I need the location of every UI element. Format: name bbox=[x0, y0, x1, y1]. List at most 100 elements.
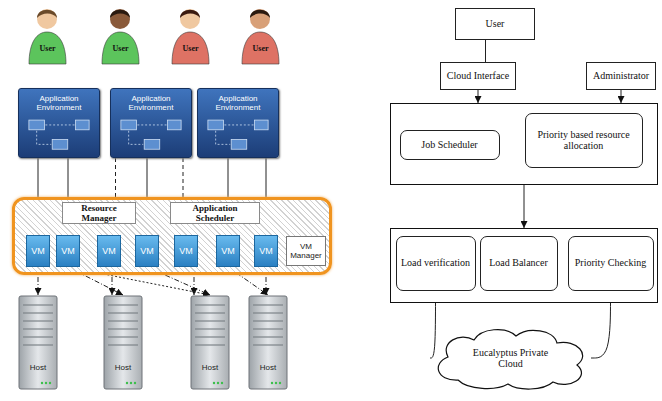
drive-slot bbox=[23, 336, 53, 337]
node-text: Load Balancer bbox=[489, 257, 548, 269]
drive-slot bbox=[108, 304, 138, 305]
status-light bbox=[126, 382, 128, 384]
process-box: Priority based resource allocation bbox=[525, 113, 643, 168]
component-box bbox=[168, 120, 182, 130]
node-text: User bbox=[253, 44, 269, 53]
server-case bbox=[19, 296, 57, 389]
vm-box: VM bbox=[56, 235, 80, 267]
component-link bbox=[37, 125, 75, 144]
server-case bbox=[104, 296, 142, 389]
vm-box: VM bbox=[174, 235, 198, 267]
drive-slot bbox=[23, 304, 53, 305]
node-text: Application Scheduler bbox=[174, 203, 256, 224]
vm-box: VM bbox=[97, 235, 121, 267]
connector-arrow bbox=[621, 90, 622, 103]
process-box: Load verification bbox=[396, 236, 476, 291]
drive-slot bbox=[195, 304, 225, 305]
node-text: Host bbox=[30, 363, 46, 372]
drive-slot bbox=[253, 344, 283, 345]
process-box: Administrator bbox=[586, 62, 656, 90]
application-environment: Application Environment bbox=[110, 88, 192, 158]
node-text: Resource Manager bbox=[66, 203, 132, 224]
node-text: User bbox=[113, 44, 129, 53]
connector-arrow bbox=[524, 185, 525, 228]
vm-box: VM bbox=[135, 235, 159, 267]
node-text: Host bbox=[260, 363, 276, 372]
user-hair bbox=[250, 10, 270, 18]
vm-manager-box: VM Manager bbox=[286, 236, 326, 266]
drive-slot bbox=[195, 320, 225, 321]
node-text: Cloud Interface bbox=[447, 70, 509, 82]
drive-slot bbox=[253, 312, 283, 313]
vm-box: VM bbox=[26, 235, 50, 267]
component-box bbox=[29, 120, 45, 130]
user-hair bbox=[180, 10, 200, 18]
node-text: Host bbox=[202, 363, 218, 372]
node-text: User bbox=[486, 18, 505, 30]
node-text: Load verification bbox=[401, 257, 470, 269]
user-icon bbox=[168, 4, 213, 66]
node-text: VM bbox=[61, 246, 75, 256]
drive-slot bbox=[108, 344, 138, 345]
user-icon bbox=[98, 4, 143, 66]
node-text: Priority Checking bbox=[575, 257, 646, 269]
user-shirt bbox=[29, 32, 66, 64]
connector-arrow bbox=[478, 90, 479, 103]
status-light bbox=[130, 382, 132, 384]
user-hair bbox=[110, 10, 130, 18]
node-text: VM bbox=[259, 246, 273, 256]
node-text: Application Environment bbox=[22, 94, 96, 112]
component-box bbox=[255, 120, 269, 130]
host-server: Host bbox=[190, 295, 230, 390]
cloud-shape: Eucalyptus Private Cloud bbox=[428, 325, 593, 391]
component-box bbox=[76, 120, 90, 130]
node-text: Administrator bbox=[593, 70, 649, 82]
user-figure: User bbox=[25, 4, 70, 66]
drive-slot bbox=[253, 320, 283, 321]
user-head bbox=[110, 9, 130, 29]
drive-slot bbox=[23, 328, 53, 329]
user-shirt bbox=[172, 32, 209, 64]
container-box: Load verification Load Balancer Priority C… bbox=[390, 228, 658, 303]
application-environment: Application Environment bbox=[197, 88, 279, 158]
user-head bbox=[250, 9, 270, 29]
user-figure: User bbox=[168, 4, 213, 66]
user-head bbox=[37, 9, 57, 29]
node-text: Eucalyptus Private Cloud bbox=[465, 347, 557, 370]
drive-slot bbox=[253, 304, 283, 305]
server-icon bbox=[248, 295, 288, 390]
process-box: Job Scheduler bbox=[400, 130, 500, 160]
server-icon bbox=[190, 295, 230, 390]
user-shirt bbox=[242, 32, 279, 64]
status-light bbox=[221, 382, 223, 384]
drive-slot bbox=[23, 320, 53, 321]
vm-box: VM bbox=[254, 235, 278, 267]
node-text: User bbox=[183, 44, 199, 53]
drive-slot bbox=[23, 344, 53, 345]
drive-slot bbox=[253, 328, 283, 329]
scheduler-label: Application Scheduler bbox=[170, 202, 260, 224]
status-light bbox=[275, 382, 277, 384]
user-hair bbox=[37, 10, 57, 18]
user-icon bbox=[25, 4, 70, 66]
node-text: Application Environment bbox=[114, 94, 188, 112]
component-box bbox=[144, 140, 160, 150]
status-light bbox=[213, 382, 215, 384]
status-light bbox=[45, 382, 47, 384]
drive-slot bbox=[253, 336, 283, 337]
node-text: VM bbox=[221, 246, 235, 256]
host-server: Host bbox=[18, 295, 58, 390]
status-light bbox=[134, 382, 136, 384]
component-box bbox=[52, 140, 68, 150]
drive-slot bbox=[195, 312, 225, 313]
process-box: User bbox=[455, 8, 535, 40]
cloud-path bbox=[438, 330, 582, 389]
node-text: VM bbox=[179, 246, 193, 256]
component-link bbox=[216, 125, 254, 144]
drive-slot bbox=[23, 312, 53, 313]
user-figure: User bbox=[98, 4, 143, 66]
node-text: Application Environment bbox=[201, 94, 275, 112]
user-figure: User bbox=[238, 4, 283, 66]
node-text: Priority based resource allocation bbox=[529, 129, 639, 152]
